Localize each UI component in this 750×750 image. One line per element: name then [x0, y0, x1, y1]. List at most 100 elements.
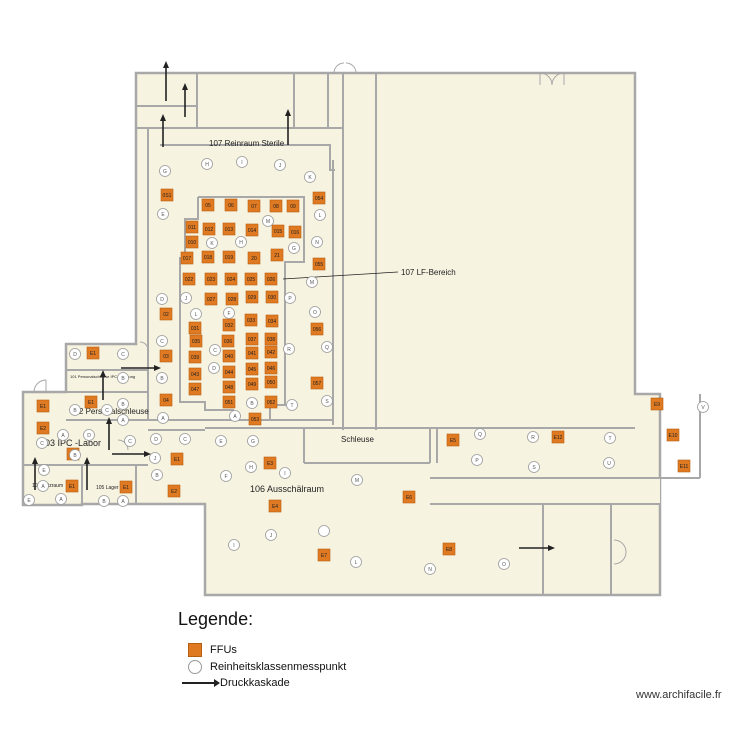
ffu-label: 024: [227, 277, 236, 283]
ffu-unit: 025: [244, 272, 258, 286]
ffu-label: 047: [191, 387, 200, 393]
ffu-unit: E5: [446, 433, 460, 447]
ffu-unit: 018: [201, 250, 215, 264]
ffu-label: 041: [248, 351, 257, 357]
measurement-point: B: [69, 404, 81, 416]
measurement-point: B: [246, 397, 258, 409]
measurement-point-label: I: [241, 160, 242, 166]
measurement-point: G: [288, 242, 300, 254]
measurement-point-label: R: [531, 435, 535, 441]
ffu-square: [188, 350, 202, 364]
measurement-point-label: A: [121, 418, 125, 424]
ffu-label: 019: [225, 255, 234, 261]
measurement-point: M: [351, 474, 363, 486]
measurement-point: I: [228, 539, 240, 551]
ffu-square: [264, 395, 278, 409]
ffu-unit: 043: [188, 367, 202, 381]
measurement-point-label: L: [195, 312, 198, 318]
measurement-point: B: [117, 372, 129, 384]
measurement-point: M: [306, 276, 318, 288]
measurement-point-circle: [83, 429, 95, 441]
measurement-point-label: D: [160, 297, 164, 303]
ffu-square: [225, 292, 239, 306]
measurement-point-circle: [262, 215, 274, 227]
ffu-label: E1: [88, 400, 94, 406]
measurement-point-circle: [37, 480, 49, 492]
ffu-unit: 011: [185, 220, 199, 234]
ffu-square: [222, 395, 236, 409]
ffu-unit: 056: [310, 322, 324, 336]
measurement-point: O: [498, 558, 510, 570]
ffu-unit: 051: [222, 395, 236, 409]
legend-ffu-label: FFUs: [210, 644, 237, 656]
ffu-label: 052: [267, 400, 276, 406]
ffu-square: [666, 428, 680, 442]
ffu-label: 032: [225, 323, 234, 329]
measurement-point-circle: [117, 414, 129, 426]
measurement-point-circle: [55, 493, 67, 505]
measurement-point-circle: [286, 399, 298, 411]
ffu-label: 054: [315, 196, 324, 202]
measurement-point-label: N: [428, 567, 432, 573]
measurement-point-label: E: [27, 498, 31, 504]
ffu-square: [247, 199, 261, 213]
ffu-square: [677, 459, 691, 473]
measurement-point: C: [117, 348, 129, 360]
measurement-point: L: [190, 308, 202, 320]
ffu-unit: 053: [248, 412, 262, 426]
ffu-label: 031: [191, 326, 200, 332]
measurement-point: K: [304, 171, 316, 183]
measurement-point-label: A: [161, 416, 165, 422]
ffu-square: [286, 199, 300, 213]
ffu-label: 04: [163, 398, 169, 404]
lf-leader-line: [282, 271, 399, 280]
ffu-unit: 024: [224, 272, 238, 286]
measurement-point: Q: [474, 428, 486, 440]
ffu-square: [188, 321, 202, 335]
ffu-unit: 015: [271, 224, 285, 238]
ffu-unit: 029: [245, 290, 259, 304]
legend-row-arrow: Druckkaskade: [182, 676, 290, 690]
ffu-square: [222, 318, 236, 332]
ffu-unit: 027: [204, 292, 218, 306]
measurement-point-label: J: [185, 296, 188, 302]
ffu-label: 048: [225, 385, 234, 391]
measurement-point: C: [101, 404, 113, 416]
measurement-point-circle: [223, 307, 235, 319]
measurement-point-circle: [283, 343, 295, 355]
ffu-unit: E3: [263, 456, 277, 470]
measurement-point: A: [117, 414, 129, 426]
measurement-point-circle: [351, 474, 363, 486]
measurement-point-circle: [304, 171, 316, 183]
ffu-label: 013: [225, 227, 234, 233]
ffu-label: 034: [268, 319, 277, 325]
ffu-unit: 057: [310, 376, 324, 390]
ffu-label: 042: [267, 350, 276, 356]
measurement-point-circle: [98, 495, 110, 507]
measurement-point: N: [424, 563, 436, 575]
measurement-point-circle: [201, 158, 213, 170]
ffu-square: [312, 257, 326, 271]
ffu-unit: 04: [159, 393, 173, 407]
ffu-unit: 014: [245, 223, 259, 237]
ffu-square: [221, 334, 235, 348]
measurement-point-label: C: [40, 441, 44, 447]
ffu-label: E1: [123, 485, 129, 491]
ffu-label: E1: [90, 351, 96, 357]
ffu-square: [310, 376, 324, 390]
ffu-label: 09: [290, 204, 296, 210]
measurement-point-circle: [209, 344, 221, 356]
ffu-unit: 09: [286, 199, 300, 213]
ffu-label: 028: [228, 297, 237, 303]
measurement-point: B: [151, 469, 163, 481]
measurement-point-circle: [527, 431, 539, 443]
ffu-square: [188, 382, 202, 396]
ffu-square: [189, 334, 203, 348]
measurement-point-circle: [179, 433, 191, 445]
measurement-point: D: [69, 348, 81, 360]
measurement-point-circle: [311, 236, 323, 248]
ffu-label: 07: [251, 204, 257, 210]
ffu-label: 036: [224, 339, 233, 345]
measurement-point-label: F: [227, 311, 230, 317]
measurement-point-circle: [528, 461, 540, 473]
